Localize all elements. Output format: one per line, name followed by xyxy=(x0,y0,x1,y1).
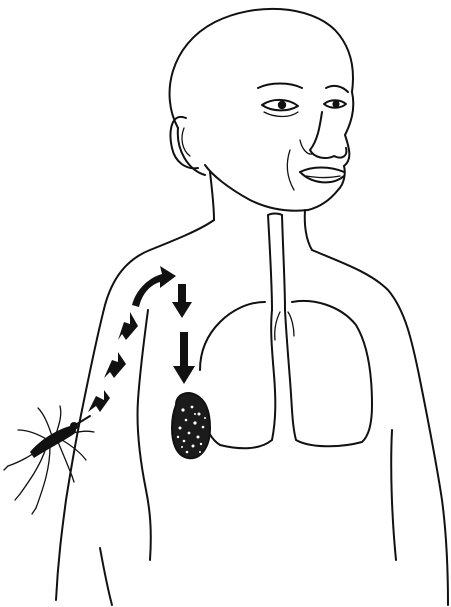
path-arrow-5 xyxy=(172,284,192,318)
path-arrow-1 xyxy=(88,390,110,412)
heart xyxy=(172,393,210,458)
ear xyxy=(171,117,198,168)
torso-outline xyxy=(56,172,448,605)
lungs xyxy=(200,301,372,448)
face xyxy=(258,84,348,191)
path-arrow-4 xyxy=(132,266,176,307)
trachea xyxy=(268,214,285,311)
parasite-path-arrows xyxy=(88,266,195,412)
path-arrow-6 xyxy=(173,332,195,384)
head xyxy=(170,9,354,211)
path-arrow-2 xyxy=(104,352,126,378)
path-arrow-3 xyxy=(118,312,138,340)
mosquito xyxy=(4,406,94,514)
